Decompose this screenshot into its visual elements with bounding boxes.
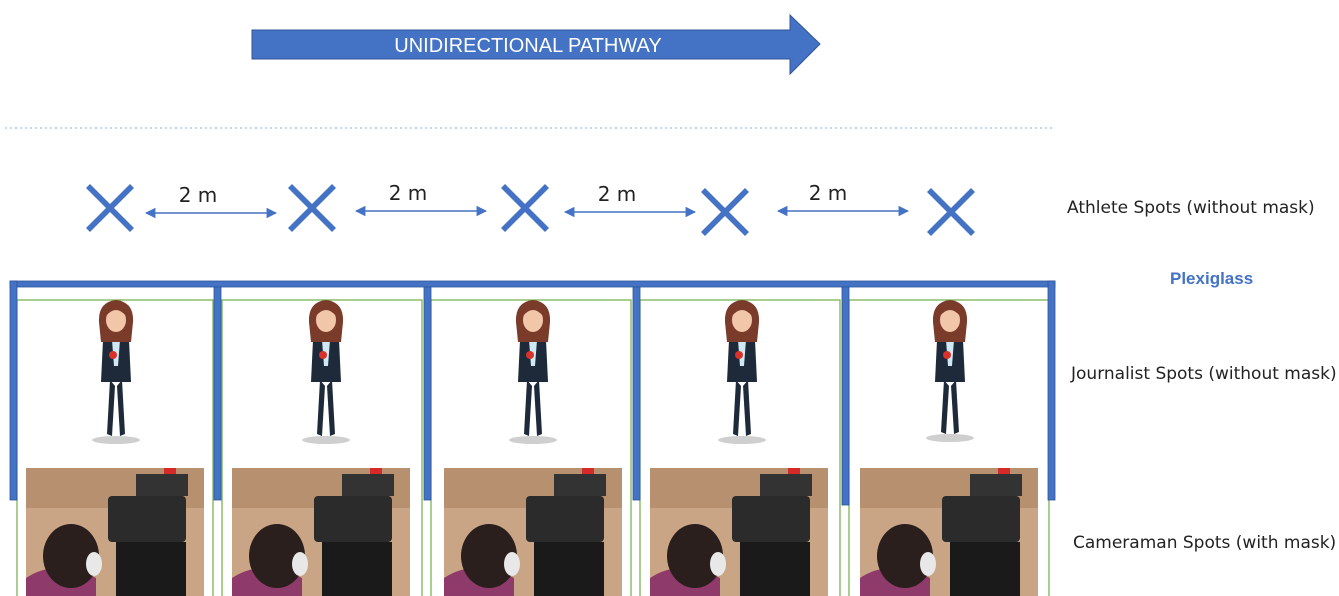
- plexiglass-top-bar: [10, 281, 1055, 287]
- journalist-figure-icon: [718, 300, 766, 444]
- plexiglass-post: [633, 287, 640, 500]
- x-mark-icon: [927, 188, 975, 236]
- journalist-figure-icon: [926, 300, 974, 442]
- plexiglass-post: [1048, 281, 1055, 500]
- x-mark-icon: [501, 184, 549, 232]
- journalist-figure-icon: [509, 300, 557, 444]
- plexiglass-post: [214, 287, 221, 500]
- distance-label: 2 m: [179, 183, 218, 207]
- banner-text: UNIDIRECTIONAL PATHWAY: [394, 35, 661, 57]
- journalist-figure-icon: [92, 300, 140, 444]
- cameraman-photo-icon: [232, 468, 410, 596]
- athlete-spots-label: Athlete Spots (without mask): [1067, 198, 1315, 218]
- plexiglass-post: [10, 281, 17, 500]
- distance-label: 2 m: [809, 181, 848, 205]
- plexiglass-label: Plexiglass: [1170, 269, 1253, 289]
- plexiglass-post: [842, 287, 849, 505]
- cameraman-spots-label: Cameraman Spots (with mask): [1073, 533, 1336, 553]
- journalist-spots-label: Journalist Spots (without mask): [1071, 364, 1337, 384]
- journalist-figure-icon: [302, 300, 350, 444]
- x-mark-icon: [288, 184, 336, 232]
- cameraman-photo-icon: [444, 468, 622, 596]
- plexiglass-post: [424, 287, 431, 500]
- cameraman-photo-icon: [860, 468, 1038, 596]
- cameraman-photo-icon: [650, 468, 828, 596]
- distance-label: 2 m: [598, 182, 637, 206]
- unidirectional-arrow: UNIDIRECTIONAL PATHWAY: [252, 15, 820, 74]
- x-mark-icon: [86, 184, 134, 232]
- cameraman-row: [26, 468, 1038, 596]
- cameraman-photo-icon: [26, 468, 204, 596]
- distance-label: 2 m: [389, 181, 428, 205]
- x-mark-icon: [701, 188, 749, 236]
